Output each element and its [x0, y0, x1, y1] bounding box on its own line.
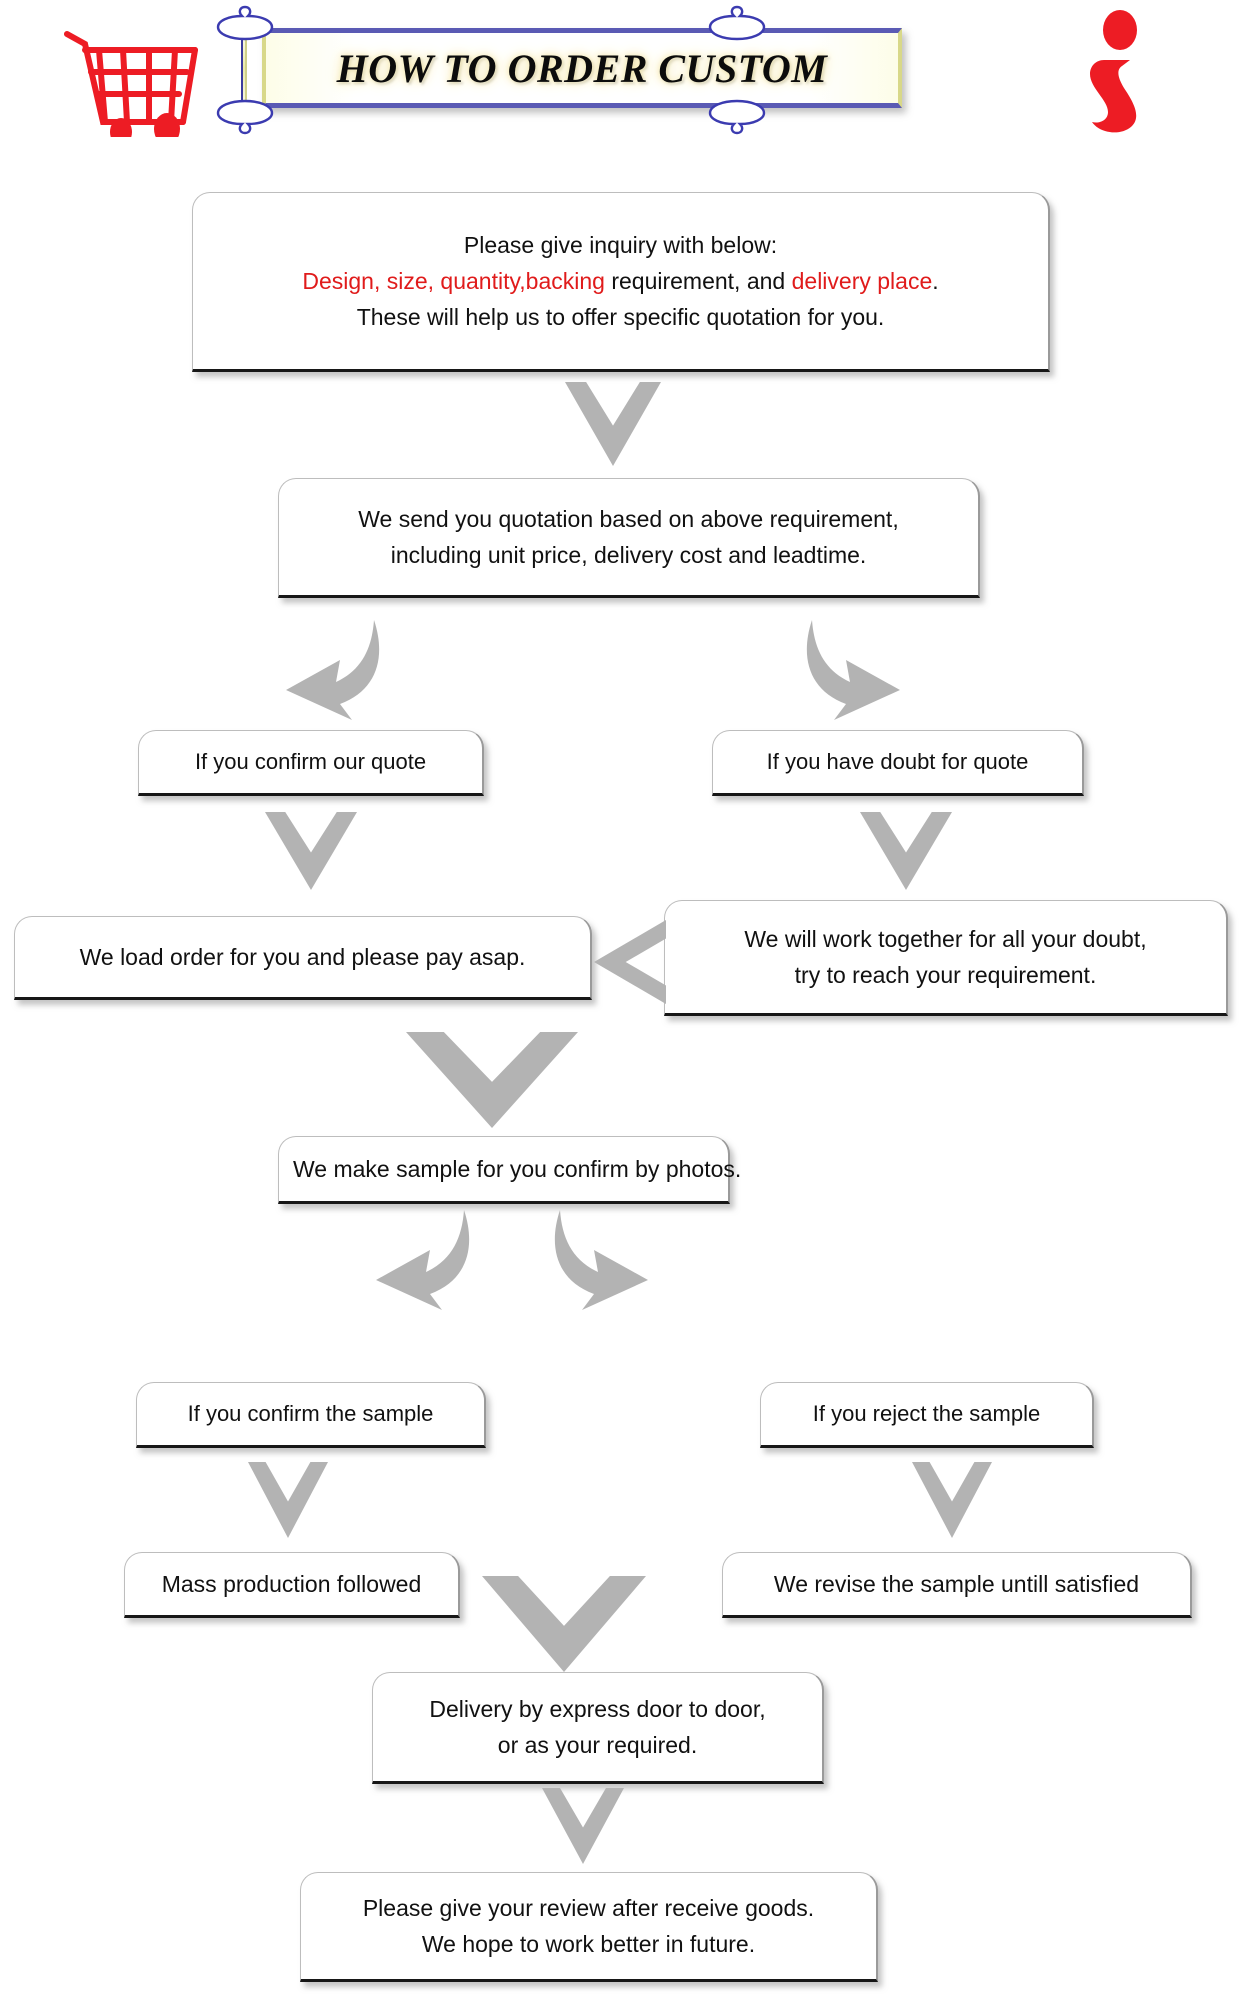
node-reject-sample[interactable]: If you reject the sample: [760, 1382, 1094, 1448]
information-i-icon: [1060, 8, 1170, 138]
inquiry-highlight-delivery: delivery place: [791, 267, 933, 294]
node-work-together-line2: try to reach your requirement.: [794, 962, 1097, 988]
arrow-doubt-quote-to-work-together: [860, 812, 952, 890]
banner-pin-top-left-icon: [214, 5, 276, 41]
node-inquiry-line2: Design, size, quantity,backing requireme…: [207, 263, 1034, 299]
inquiry-highlight-design: Design, size, quantity,backing: [302, 267, 605, 294]
banner-pin-top-right-icon: [706, 5, 768, 41]
arrow-load-order-to-make-sample: [406, 1032, 578, 1128]
arrow-work-together-to-load-order: [594, 920, 666, 1004]
node-delivery[interactable]: Delivery by express door to door, or as …: [372, 1672, 824, 1784]
node-quotation-line1: We send you quotation based on above req…: [358, 505, 899, 532]
banner-left-rod: [241, 26, 247, 120]
header: HOW TO ORDER CUSTOM: [0, 0, 1239, 170]
node-quotation[interactable]: We send you quotation based on above req…: [278, 478, 980, 598]
node-review[interactable]: Please give your review after receive go…: [300, 1872, 878, 1982]
node-confirm-sample[interactable]: If you confirm the sample: [136, 1382, 486, 1448]
node-make-sample[interactable]: We make sample for you confirm by photos…: [278, 1136, 742, 1204]
arrow-quotation-to-doubt-quote: [786, 616, 904, 726]
node-revise-sample-line1: We revise the sample untill satisfied: [773, 1570, 1140, 1597]
node-review-line2: We hope to work better in future.: [421, 1931, 756, 1957]
node-confirm-sample-line1: If you confirm the sample: [187, 1400, 434, 1426]
node-inquiry-line1: Please give inquiry with below:: [463, 231, 778, 258]
arrow-confirm-sample-to-mass-production: [248, 1462, 328, 1538]
node-mass-production-line1: Mass production followed: [161, 1570, 422, 1597]
node-quotation-line2: including unit price, delivery cost and …: [390, 542, 867, 568]
node-inquiry[interactable]: Please give inquiry with below: Design, …: [192, 192, 1050, 372]
arrow-mass-production-to-delivery: [482, 1576, 646, 1672]
node-doubt-quote[interactable]: If you have doubt for quote: [712, 730, 1084, 796]
node-confirm-quote-line1: If you confirm our quote: [194, 748, 427, 774]
inquiry-text-requirement: requirement, and: [604, 267, 792, 294]
node-inquiry-line3: These will help us to offer specific quo…: [356, 304, 885, 331]
arrow-inquiry-to-quotation: [565, 382, 661, 466]
node-revise-sample[interactable]: We revise the sample untill satisfied: [722, 1552, 1192, 1618]
node-confirm-quote[interactable]: If you confirm our quote: [138, 730, 484, 796]
node-work-together-line1: We will work together for all your doubt…: [744, 925, 1147, 952]
node-reject-sample-line1: If you reject the sample: [812, 1400, 1041, 1426]
node-load-order[interactable]: We load order for you and please pay asa…: [14, 916, 592, 1000]
inquiry-text-period: .: [932, 267, 939, 294]
arrow-reject-sample-to-revise-sample: [912, 1462, 992, 1538]
title-banner: HOW TO ORDER CUSTOM: [262, 28, 902, 108]
arrow-confirm-quote-to-load-order: [265, 812, 357, 890]
node-make-sample-line1: We make sample for you confirm by photos…: [293, 1155, 742, 1182]
banner-pin-bottom-left-icon: [214, 99, 276, 135]
page-title: HOW TO ORDER CUSTOM: [336, 45, 828, 91]
node-delivery-line2: or as your required.: [497, 1732, 698, 1758]
arrow-delivery-to-review: [542, 1788, 624, 1864]
arrow-quotation-to-confirm-quote: [282, 616, 400, 726]
node-delivery-line1: Delivery by express door to door,: [429, 1695, 766, 1722]
node-work-together[interactable]: We will work together for all your doubt…: [664, 900, 1228, 1016]
banner-pin-bottom-right-icon: [706, 99, 768, 135]
node-load-order-line1: We load order for you and please pay asa…: [79, 943, 526, 970]
arrow-make-sample-to-reject-sample: [534, 1206, 652, 1316]
node-review-line1: Please give your review after receive go…: [362, 1894, 815, 1921]
arrow-make-sample-to-confirm-sample: [372, 1206, 490, 1316]
shopping-cart-icon: [55, 22, 200, 146]
node-mass-production[interactable]: Mass production followed: [124, 1552, 460, 1618]
node-doubt-quote-line1: If you have doubt for quote: [766, 748, 1029, 774]
